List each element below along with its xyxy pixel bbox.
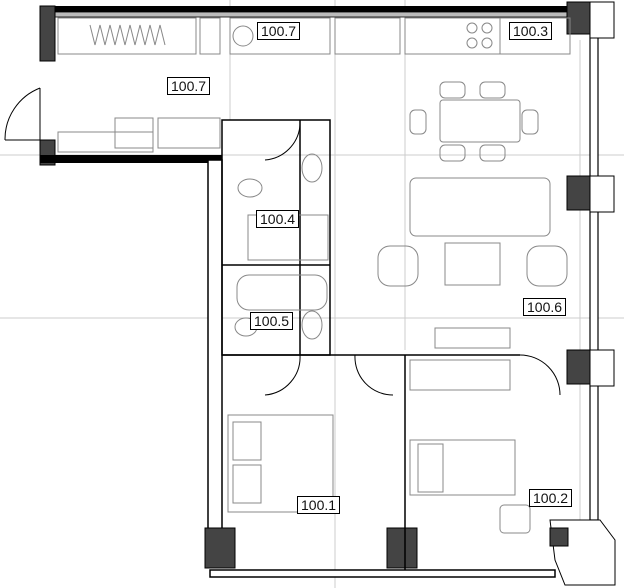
bathroom-walls xyxy=(221,119,520,570)
bedroom-2-label: 100.2 xyxy=(529,489,573,507)
entrance-door[interactable] xyxy=(4,87,41,141)
bathroom-label: 100.5 xyxy=(250,312,294,330)
bedroom-1-label: 100.1 xyxy=(297,496,341,514)
interior-doors xyxy=(264,124,561,396)
window-top xyxy=(54,11,576,18)
living-corner-label: 100.3 xyxy=(509,22,553,40)
bedroom-furniture xyxy=(227,414,531,534)
kitchen-counters xyxy=(57,17,571,153)
living-furniture xyxy=(377,81,568,391)
kitchen-label: 100.7 xyxy=(257,22,301,40)
outer-walls xyxy=(39,5,599,578)
hallway-label: 100.7 xyxy=(167,77,211,95)
living-room-label: 100.6 xyxy=(523,298,567,316)
columns xyxy=(204,1,616,586)
toilet-label: 100.4 xyxy=(256,210,300,228)
